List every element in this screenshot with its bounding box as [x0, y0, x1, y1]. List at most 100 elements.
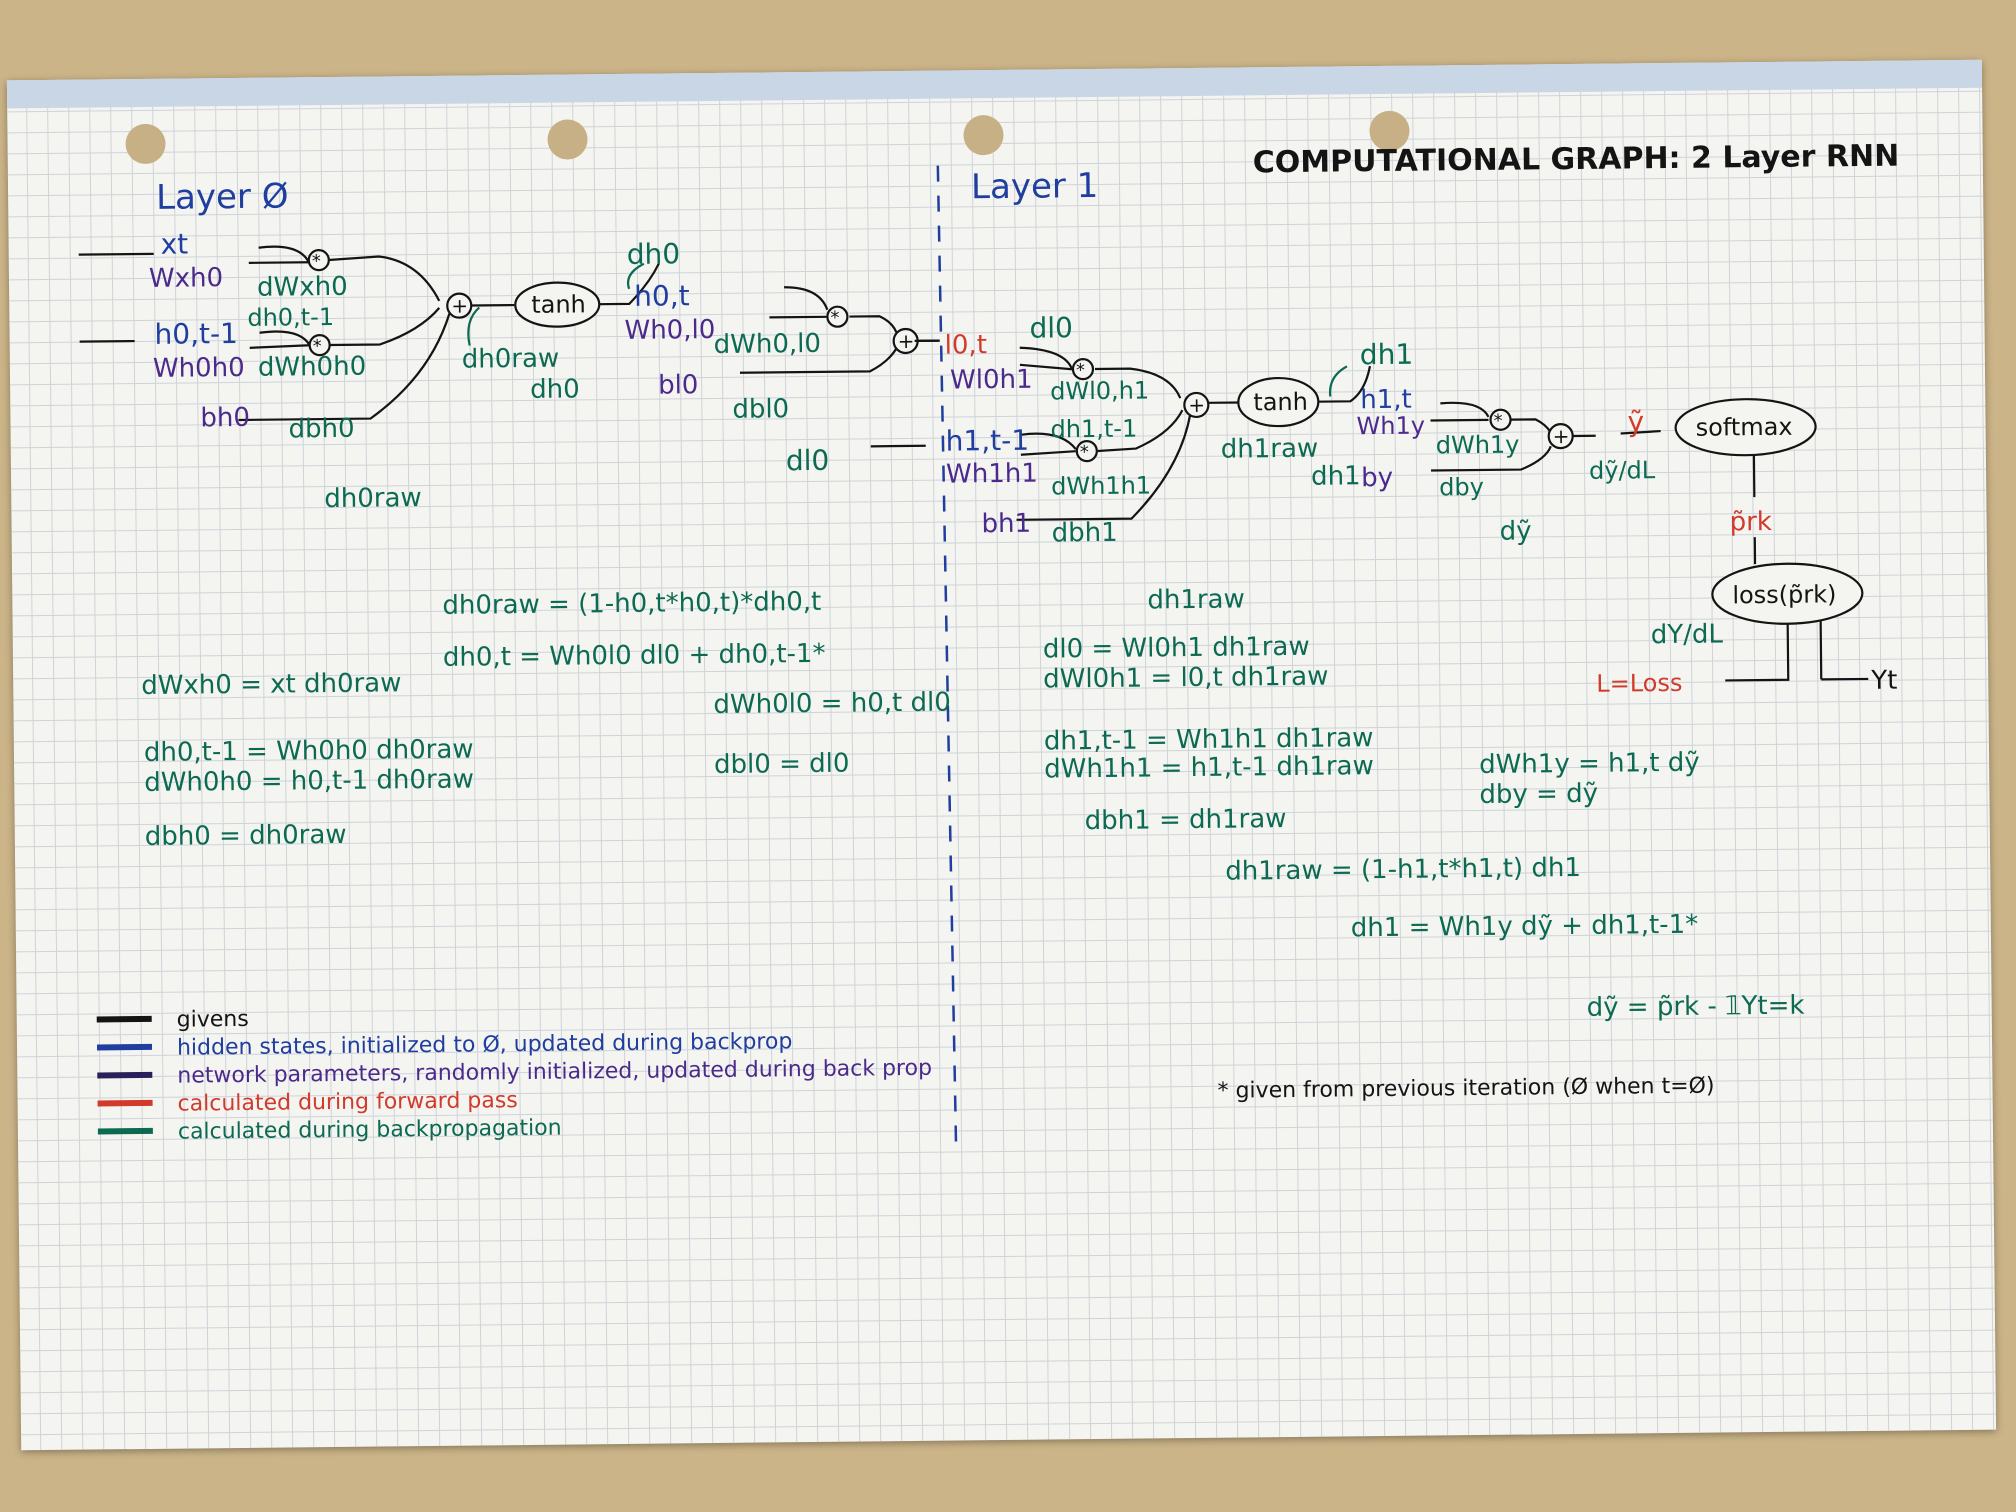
page-title: COMPUTATIONAL GRAPH: 2 Layer RNN — [1253, 139, 1900, 181]
add-node — [1183, 391, 1210, 419]
svg-text:dWh1y = h1,t dỹ: dWh1y = h1,t dỹ — [1479, 748, 1700, 780]
svg-text:dY/dL: dY/dL — [1651, 619, 1724, 650]
multiply-node — [1071, 358, 1095, 381]
svg-text:calculated during forward pass: calculated during forward pass — [177, 1088, 517, 1117]
layer-0-label: Layer Ø — [156, 176, 289, 217]
svg-text:h0,t-1: h0,t-1 — [154, 317, 238, 351]
svg-text:xt: xt — [160, 227, 188, 260]
svg-text:dỹ = p̃rk - 𝟙Yt=k: dỹ = p̃rk - 𝟙Yt=k — [1587, 991, 1805, 1023]
svg-text:dh0raw: dh0raw — [324, 483, 422, 514]
svg-text:dh1raw = (1-h1,t*h1,t) dh1: dh1raw = (1-h1,t*h1,t) dh1 — [1225, 853, 1581, 887]
svg-text:dbh1 = dh1raw: dbh1 = dh1raw — [1085, 804, 1287, 836]
svg-text:dl0 = Wl0h1 dh1raw: dl0 = Wl0h1 dh1raw — [1043, 632, 1310, 665]
svg-text:dWh0h0: dWh0h0 — [258, 352, 367, 383]
computational-graph: COMPUTATIONAL GRAPH: 2 Layer RNN Layer Ø… — [78, 139, 1900, 1151]
svg-text:dWh0,l0: dWh0,l0 — [714, 329, 822, 360]
layer0-labels: xt Wxh0 dWxh0 dh0,t-1 h0,t-1 Wh0h0 dWh0h… — [149, 227, 830, 514]
svg-text:bh1: bh1 — [981, 509, 1031, 540]
svg-text:L=Loss: L=Loss — [1596, 669, 1682, 698]
add-node — [446, 292, 473, 319]
svg-text:dbh0: dbh0 — [288, 414, 354, 445]
svg-text:*: * — [312, 251, 321, 272]
svg-text:dWh0l0 = h0,t dl0: dWh0l0 = h0,t dl0 — [713, 688, 951, 720]
svg-text:*: * — [313, 336, 322, 357]
svg-text:dh1: dh1 — [1360, 338, 1414, 372]
multiply-node — [1489, 408, 1512, 431]
add-node — [1547, 423, 1574, 450]
svg-text:h0,t: h0,t — [634, 279, 690, 313]
svg-text:dỹ: dỹ — [1500, 516, 1532, 546]
svg-text:l0,t: l0,t — [945, 330, 988, 360]
svg-text:dh0raw: dh0raw — [462, 344, 560, 375]
svg-text:*: * — [1493, 411, 1502, 432]
multiply-node — [308, 334, 331, 357]
svg-text:+: + — [1553, 424, 1570, 448]
svg-text:dh1raw: dh1raw — [1147, 584, 1245, 615]
svg-text:dbh0 = dh0raw: dbh0 = dh0raw — [145, 820, 347, 852]
svg-text:dh0raw = (1-h0,t*h0,t)*dh0,t: dh0raw = (1-h0,t*h0,t)*dh0,t — [442, 587, 821, 621]
svg-text:Yt: Yt — [1870, 666, 1897, 696]
multiply-node — [307, 249, 330, 272]
layer-divider — [936, 165, 958, 1151]
layer0-nodes: * * + tanh * + — [307, 249, 919, 357]
svg-text:dl0: dl0 — [1029, 311, 1073, 344]
svg-text:dh1,t-1 = Wh1h1 dh1raw: dh1,t-1 = Wh1h1 dh1raw — [1044, 723, 1374, 756]
softmax-node — [1674, 398, 1817, 457]
svg-text:Wh1h1: Wh1h1 — [946, 459, 1038, 490]
tanh-node-layer1 — [1237, 376, 1320, 428]
svg-text:*: * — [1080, 442, 1089, 463]
svg-text:+: + — [898, 329, 915, 353]
svg-text:Wh1y: Wh1y — [1356, 412, 1425, 441]
svg-text:dl0: dl0 — [786, 444, 830, 477]
svg-text:dWh1h1: dWh1h1 — [1051, 471, 1151, 500]
svg-text:h1,t: h1,t — [1360, 385, 1412, 416]
svg-text:givens: givens — [177, 1007, 249, 1033]
svg-text:dỹ/dL: dỹ/dL — [1589, 456, 1656, 485]
color-legend: givens hidden states, initialized to Ø, … — [96, 1007, 932, 1145]
svg-text:tanh: tanh — [1253, 388, 1308, 417]
svg-text:dh0,t-1: dh0,t-1 — [247, 303, 334, 332]
svg-text:bl0: bl0 — [658, 370, 699, 400]
svg-text:dWh1h1 = h1,t-1 dh1raw: dWh1h1 = h1,t-1 dh1raw — [1044, 751, 1374, 784]
svg-text:dh0: dh0 — [530, 374, 580, 405]
svg-text:dby: dby — [1439, 473, 1484, 501]
graph-paper: COMPUTATIONAL GRAPH: 2 Layer RNN Layer Ø… — [6, 59, 1997, 1451]
svg-text:ỹ: ỹ — [1627, 405, 1644, 438]
svg-text:dbh1: dbh1 — [1052, 518, 1118, 549]
svg-text:network parameters, randomly i: network parameters, randomly initialized… — [177, 1056, 932, 1089]
multiply-node — [826, 305, 849, 328]
svg-text:tanh: tanh — [531, 290, 586, 319]
equations-right: dl0 = Wl0h1 dh1raw dWl0h1 = l0,t dh1raw … — [1043, 632, 1805, 1023]
svg-text:Wh0h0: Wh0h0 — [153, 353, 245, 384]
svg-text:p̃rk: p̃rk — [1729, 507, 1772, 537]
svg-text:Wl0h1: Wl0h1 — [950, 365, 1033, 396]
svg-text:dbl0: dbl0 — [732, 394, 789, 425]
svg-text:dWxh0 = xt dh0raw: dWxh0 = xt dh0raw — [141, 668, 402, 701]
layer1-wires — [870, 339, 1869, 682]
svg-text:dWh1y: dWh1y — [1436, 431, 1520, 460]
svg-text:dbl0 = dl0: dbl0 = dl0 — [714, 749, 850, 780]
layer1-labels: l0,t Wl0h1 dl0 dWl0,h1 h1,t-1 Wh1h1 dh1,… — [945, 311, 1898, 698]
svg-text:dWxh0: dWxh0 — [257, 272, 348, 303]
svg-text:dh1raw: dh1raw — [1221, 434, 1319, 465]
layer1-nodes: * * + tanh * + softmax loss(p̃rk) — [1071, 358, 1864, 625]
svg-text:*: * — [830, 308, 839, 329]
layer-1-label: Layer 1 — [971, 166, 1099, 207]
multiply-node — [1075, 439, 1098, 463]
svg-text:dWl0,h1: dWl0,h1 — [1050, 376, 1149, 405]
svg-text:*: * — [1076, 360, 1085, 381]
svg-text:bh0: bh0 — [200, 403, 250, 434]
svg-text:dWl0h1 = l0,t dh1raw: dWl0h1 = l0,t dh1raw — [1043, 662, 1329, 695]
svg-text:softmax: softmax — [1695, 413, 1792, 442]
svg-text:Wxh0: Wxh0 — [149, 263, 223, 294]
svg-text:+: + — [451, 294, 468, 318]
svg-text:loss(p̃rk): loss(p̃rk) — [1732, 580, 1836, 609]
svg-text:dWh0h0 = h0,t-1 dh0raw: dWh0h0 = h0,t-1 dh0raw — [144, 765, 474, 798]
svg-text:by: by — [1361, 463, 1393, 493]
svg-text:Wh0,l0: Wh0,l0 — [624, 315, 715, 346]
svg-text:dh1: dh1 — [1311, 461, 1361, 492]
svg-text:h1,t-1: h1,t-1 — [946, 424, 1030, 458]
footnote: * given from previous iteration (Ø when … — [1217, 1074, 1714, 1104]
svg-text:dh0: dh0 — [627, 237, 681, 271]
tanh-node-layer0 — [514, 281, 601, 328]
